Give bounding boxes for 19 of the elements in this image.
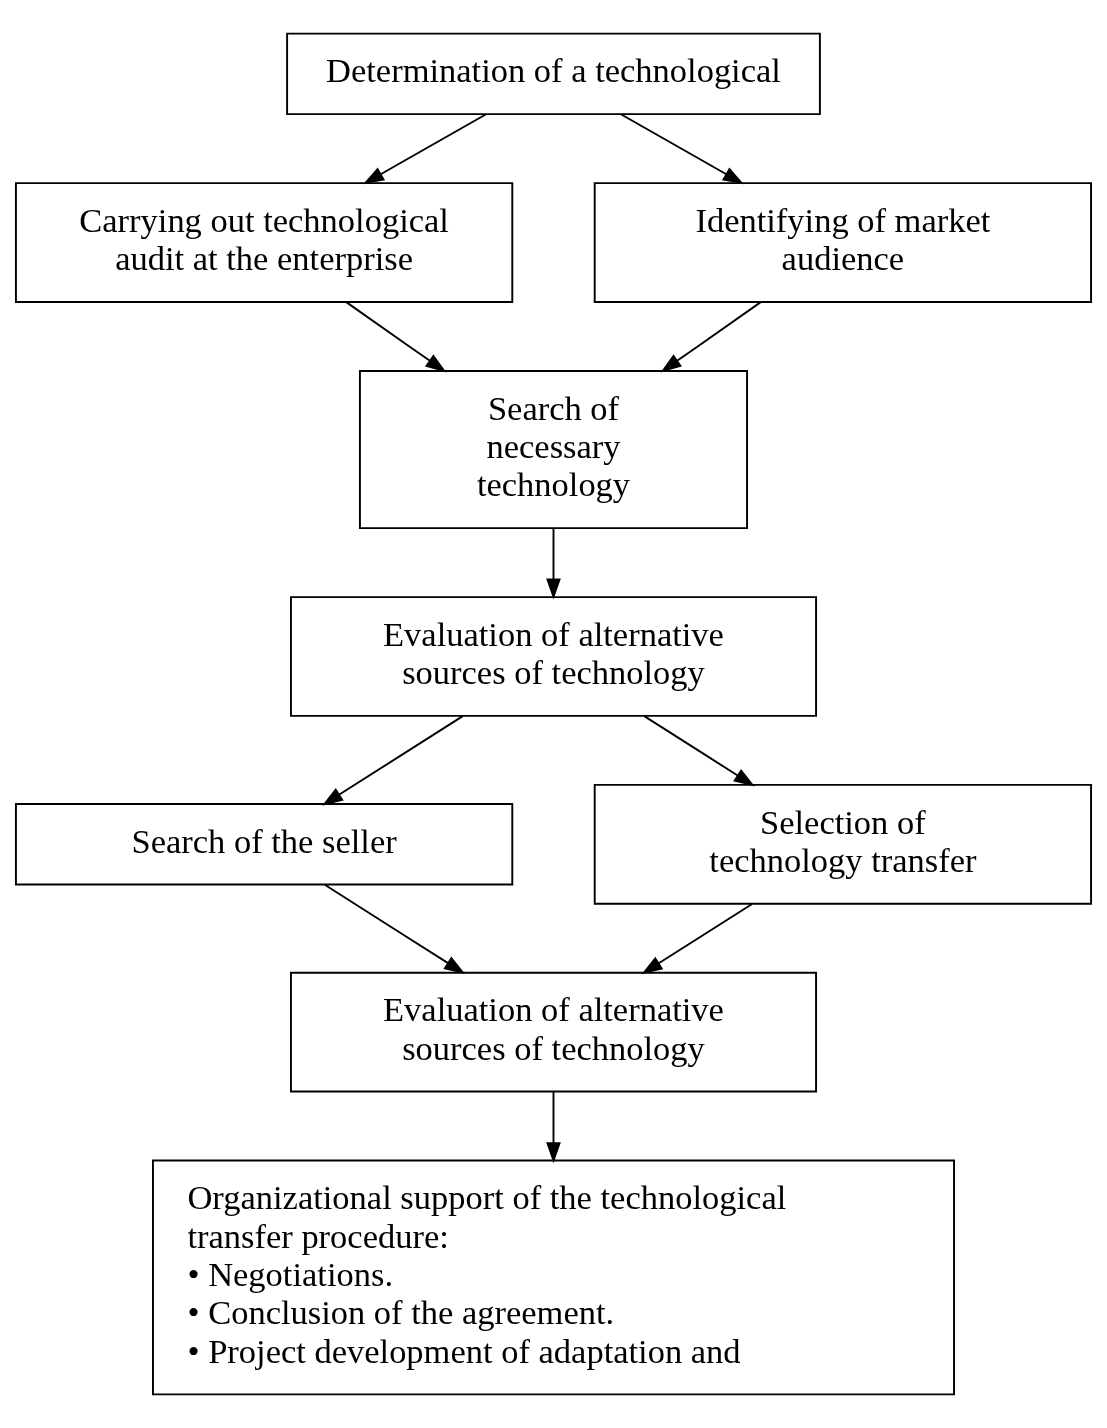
arrow: [321, 715, 464, 806]
arrow: [363, 113, 487, 185]
node-box: Determination of a technological: [286, 32, 821, 116]
node-box: Search of necessary technology: [359, 370, 748, 530]
arrow: [546, 527, 561, 600]
node-box: Organizational support of the technological transfer procedure: • Negotiations. • Conclusion of the agreement. • Project development of adaptation and: [152, 1159, 955, 1396]
arrow: [643, 715, 755, 787]
node-box: Identifying of market audience: [593, 182, 1092, 303]
node-box: Selection of technology transfer: [593, 783, 1092, 905]
arrow: [345, 301, 447, 373]
arrow: [620, 113, 744, 185]
node-box: Carrying out technological audit at the enterprise: [15, 182, 514, 303]
node-box: Evaluation of alternative sources of technology: [290, 971, 817, 1093]
arrow: [546, 1090, 561, 1164]
node-box: Evaluation of alternative sources of technology: [290, 596, 817, 717]
arrow: [660, 301, 762, 373]
arrow: [323, 883, 466, 975]
arrow: [641, 903, 754, 975]
node-box: Search of the seller: [15, 803, 514, 886]
